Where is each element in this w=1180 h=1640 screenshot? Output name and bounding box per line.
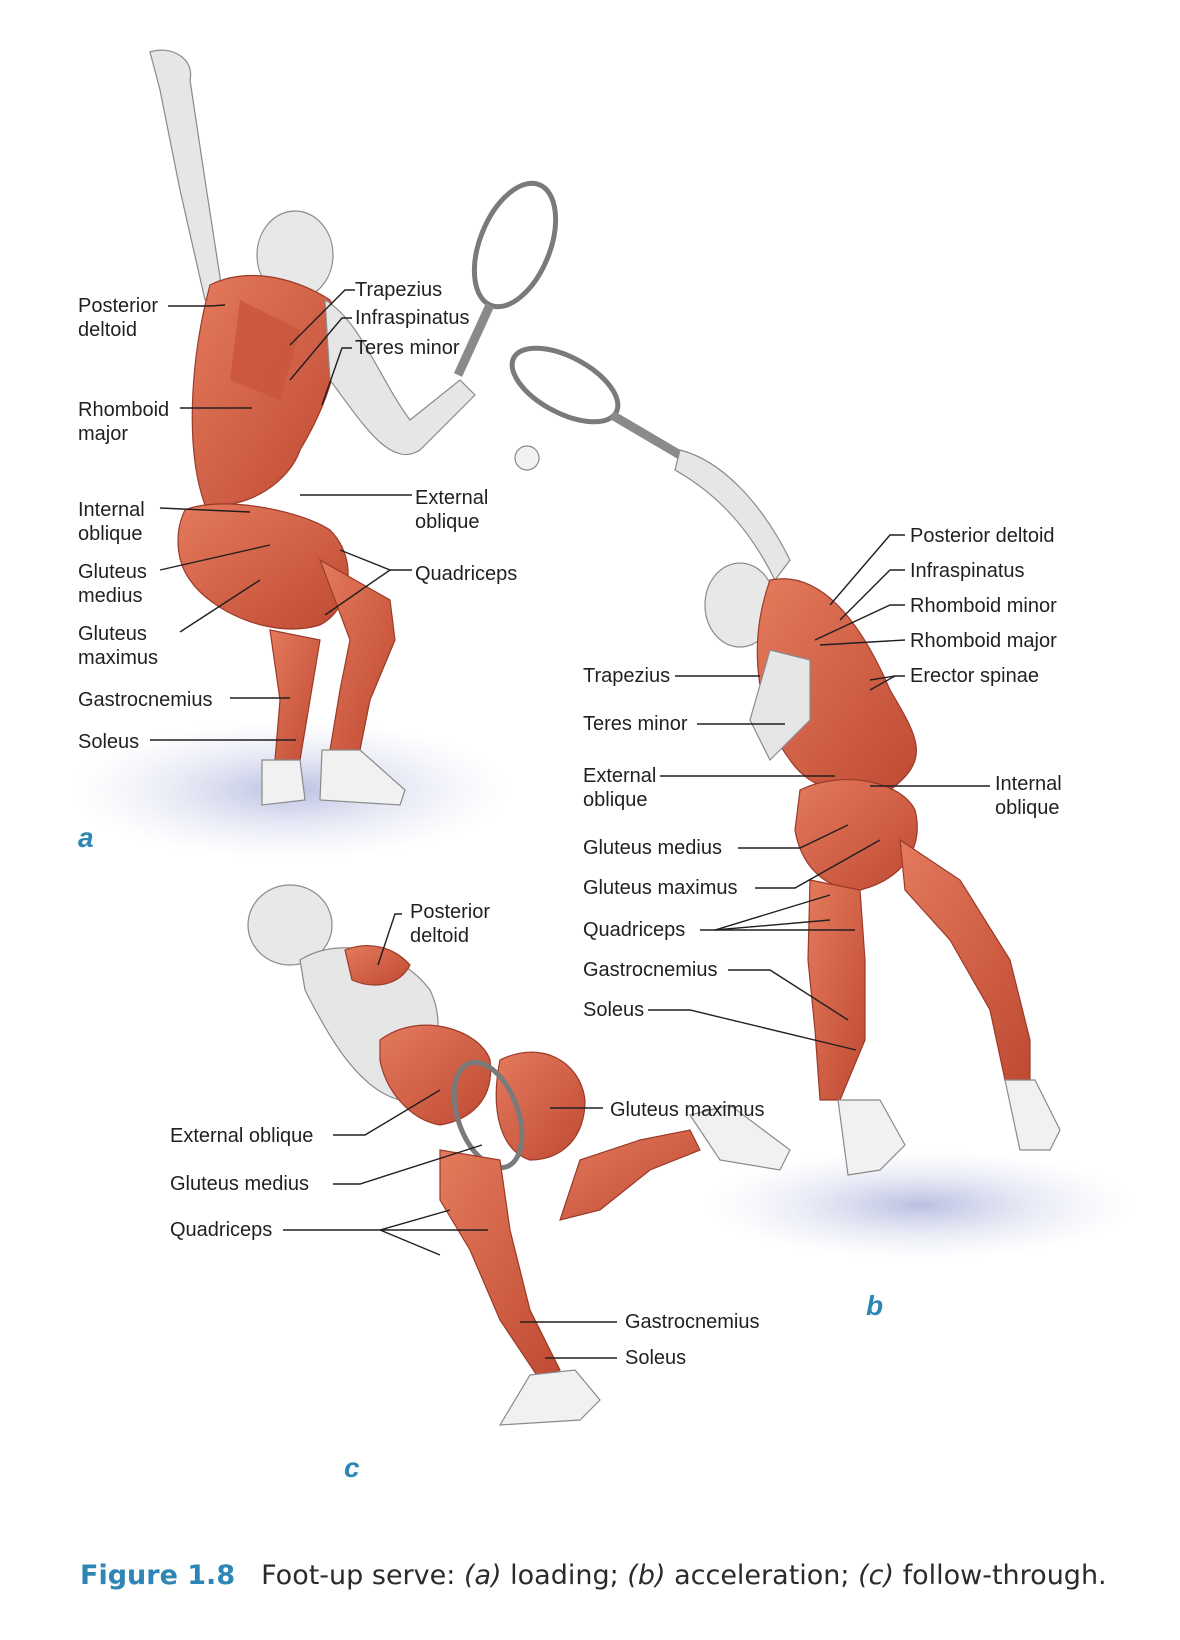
label-b-teres-minor: Teres minor (583, 713, 688, 735)
label-b-posterior-deltoid: Posterior deltoid (910, 525, 1055, 547)
panel-letter-a: a (78, 822, 94, 853)
label-c-gastrocnemius: Gastrocnemius (625, 1311, 760, 1333)
label-b-quadriceps: Quadriceps (583, 919, 686, 941)
panel-letter-c: c (344, 1452, 360, 1483)
label-c-external-oblique: External oblique (170, 1125, 314, 1147)
caption-a-text: loading; (501, 1560, 628, 1591)
figure-caption: Figure 1.8 Foot-up serve: (a) loading; (b… (80, 1560, 1107, 1591)
label-b-rhomboid-major: Rhomboid major (910, 630, 1057, 652)
label-c-gluteus-medius: Gluteus medius (170, 1173, 309, 1195)
label-b-gastrocnemius: Gastrocnemius (583, 959, 718, 981)
back-muscles-c (379, 1024, 492, 1126)
caption-c: (c) (858, 1560, 895, 1591)
label-b-erector-spinae: Erector spinae (910, 665, 1039, 687)
label-a-posterior-deltoid: Posterior deltoid (78, 295, 159, 341)
caption-c-text: follow-through. (894, 1560, 1107, 1591)
label-b-infraspinatus: Infraspinatus (910, 560, 1025, 582)
label-a-internal-oblique: Internal oblique (78, 499, 145, 545)
label-b-rhomboid-minor: Rhomboid minor (910, 595, 1057, 617)
caption-b: (b) (627, 1560, 666, 1591)
panel-letter-b: b (866, 1290, 884, 1321)
racket-a (471, 180, 559, 310)
caption-b-text: acceleration; (665, 1560, 859, 1591)
label-c-quadriceps: Quadriceps (170, 1219, 273, 1241)
label-c-soleus: Soleus (625, 1347, 687, 1369)
racket-b (509, 345, 621, 425)
ground-shadow-b (705, 1150, 1135, 1260)
label-a-gastrocnemius: Gastrocnemius (78, 689, 213, 711)
label-a-quadriceps: Quadriceps (415, 563, 518, 585)
caption-a: (a) (463, 1560, 502, 1591)
label-a-teres-minor: Teres minor (355, 337, 460, 359)
figure-a-loading (70, 49, 559, 860)
glutes-c (495, 1051, 586, 1161)
label-b-external-oblique: External oblique (583, 765, 657, 811)
label-a-gluteus-maximus: Gluteus maximus (78, 623, 159, 669)
label-b-soleus: Soleus (583, 999, 645, 1021)
label-a-gluteus-medius: Gluteus medius (78, 561, 147, 607)
label-a-external-oblique: External oblique (415, 487, 489, 533)
label-c-gluteus-maximus: Gluteus maximus (610, 1099, 765, 1121)
label-a-infraspinatus: Infraspinatus (355, 307, 470, 329)
glutes-a (177, 503, 349, 630)
racket-c (451, 1059, 525, 1171)
label-c-posterior-deltoid: Posterior deltoid (410, 901, 491, 947)
glutes-b (794, 779, 918, 891)
label-a-trapezius: Trapezius (355, 279, 443, 301)
label-b-gluteus-medius: Gluteus medius (583, 837, 722, 859)
figure-b-acceleration (509, 345, 1135, 1260)
label-a-rhomboid-major: Rhomboid major (78, 399, 170, 445)
label-b-trapezius: Trapezius (583, 665, 671, 687)
head-c (247, 884, 333, 966)
leader-lines (150, 289, 990, 1359)
label-b-gluteus-maximus: Gluteus maximus (583, 877, 738, 899)
label-a-soleus: Soleus (78, 731, 140, 753)
label-b-internal-oblique: Internal oblique (995, 773, 1062, 819)
caption-number: Figure 1.8 (80, 1560, 236, 1591)
caption-lead: Foot-up serve: (261, 1560, 464, 1591)
tennis-ball (514, 445, 540, 471)
